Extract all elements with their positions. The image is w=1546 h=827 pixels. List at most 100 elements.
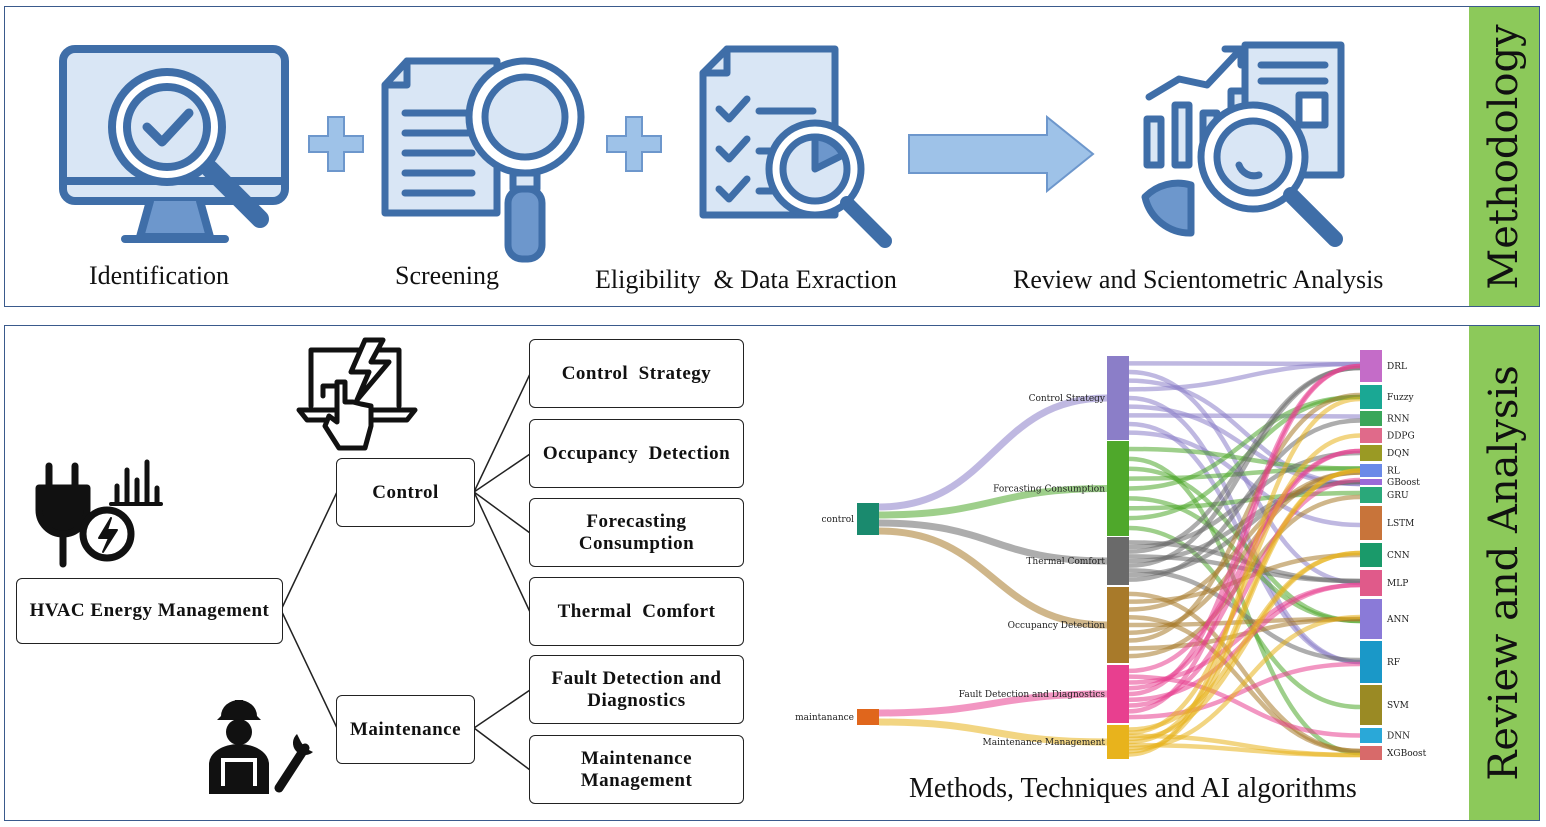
sankey-link [878, 690, 1108, 717]
sankey-node-middle [1107, 537, 1129, 585]
methodology-panel: Methodology [4, 6, 1540, 307]
sankey-node-target [1360, 479, 1382, 485]
review-panel: Review and Analysis [4, 325, 1540, 821]
sankey-link [1128, 418, 1361, 582]
tree-branch-maintenance: Maintenance [336, 695, 475, 764]
checklist-magnifier-icon [699, 45, 892, 248]
sankey-label-target: DQN [1387, 449, 1410, 459]
sankey-link [1128, 433, 1361, 735]
sankey-node-target [1360, 411, 1382, 426]
sankey-label-middle: Control Strategy [1029, 394, 1106, 404]
methodology-side-label: Methodology [1481, 23, 1527, 290]
sankey-node-target [1360, 746, 1382, 760]
sankey-label-source: control [822, 515, 855, 525]
sankey-link [878, 485, 1108, 519]
sankey-label-target: XGBoost [1387, 749, 1427, 759]
sankey-label-target: DDPG [1387, 432, 1415, 442]
sankey-label-target: RNN [1387, 415, 1410, 425]
tree-root-hvac: HVAC Energy Management [16, 578, 283, 644]
sankey-label-middle: Occupancy Detection [1008, 621, 1106, 631]
sankey-label-target: SVM [1387, 701, 1409, 711]
tree-leaf-control-strategy: Control Strategy [529, 339, 744, 408]
sankey-link [1128, 661, 1361, 720]
sankey-node-target [1360, 487, 1382, 503]
sankey-node-middle [1107, 441, 1129, 536]
sankey-link [878, 718, 1108, 746]
sankey-node-source [857, 709, 879, 725]
sankey-label-middle: Forcasting Consumption [993, 485, 1105, 495]
sankey-label-middle: Fault Detection and Diagnostics [959, 690, 1106, 700]
arrow-right-icon [908, 115, 1095, 193]
sankey-node-target [1360, 428, 1382, 443]
review-side-bar: Review and Analysis [1469, 326, 1539, 820]
sankey-label-middle: Maintenance Management [983, 738, 1106, 748]
tree-leaf-forecasting-consumption: Forecasting Consumption [529, 498, 744, 567]
sankey-node-target [1360, 641, 1382, 683]
step-label-screening: Screening [395, 261, 499, 290]
sankey-link [1128, 466, 1361, 481]
sankey-link [1128, 363, 1361, 714]
document-magnifier-icon [381, 57, 585, 263]
report-chart-magnifier-icon [1141, 41, 1345, 247]
sankey-label-target: Fuzzy [1387, 393, 1415, 403]
plus-icon [308, 116, 364, 172]
sankey-node-target [1360, 445, 1382, 461]
sankey-node-target [1360, 350, 1382, 382]
sankey-node-middle [1107, 587, 1129, 663]
sankey-node-target [1360, 570, 1382, 596]
tree-branch-control: Control [336, 458, 475, 527]
tree-leaf-occupancy-detection: Occupancy Detection [529, 419, 744, 488]
sankey-label-target: LSTM [1387, 519, 1414, 529]
sankey-link [878, 519, 1108, 565]
sankey-link [1128, 742, 1361, 758]
step-label-eligibility: Eligibility & Data Exraction [595, 265, 897, 294]
sankey-link [1128, 614, 1361, 751]
sankey-label-target: RL [1387, 467, 1400, 477]
tree-leaf-fault-detection: Fault Detection and Diagnostics [529, 655, 744, 724]
sankey-caption: Methods, Techniques and AI algorithms [909, 773, 1357, 804]
touchscreen-lightning-icon [296, 337, 418, 451]
methodology-side-bar: Methodology [1469, 7, 1539, 306]
sankey-node-target [1360, 506, 1382, 540]
sankey-label-middle: Thermal Comfort [1026, 557, 1105, 567]
sankey-link [1128, 392, 1361, 643]
sankey-label-target: RF [1387, 658, 1400, 668]
sankey-node-target [1360, 599, 1382, 639]
sankey-label-target: GRU [1387, 491, 1409, 501]
sankey-diagram: control maintanance Control StrategyForcas… [795, 350, 1427, 760]
sankey-node-target [1360, 385, 1382, 409]
monitor-magnifier-check-icon [59, 45, 289, 243]
sankey-label-target: ANN [1386, 615, 1409, 625]
sankey-node-middle [1107, 665, 1129, 723]
sankey-link [1128, 413, 1361, 419]
sankey-label-target: CNN [1387, 551, 1410, 561]
step-label-review: Review and Scientometric Analysis [1013, 265, 1384, 294]
sankey-link [1128, 470, 1361, 636]
sankey-link [1128, 365, 1361, 568]
sankey-node-target [1360, 685, 1382, 725]
sankey-node-middle [1107, 356, 1129, 440]
plug-energy-icon [35, 459, 163, 568]
sankey-label-target: DNN [1387, 732, 1410, 742]
review-side-label: Review and Analysis [1481, 365, 1527, 781]
tree-leaf-maintenance-management: Maintenance Management [529, 735, 744, 804]
sankey-link [1128, 396, 1361, 757]
sankey-label-source: maintanance [795, 713, 854, 723]
sankey-link [878, 527, 1108, 629]
sankey-node-target [1360, 543, 1382, 567]
sankey-node-source [857, 503, 879, 535]
sankey-label-target: DRL [1387, 362, 1407, 372]
step-label-identification: Identification [89, 261, 230, 290]
sankey-label-target: MLP [1387, 579, 1408, 589]
sankey-node-target [1360, 464, 1382, 477]
sankey-link [1128, 361, 1361, 392]
tree-leaf-thermal-comfort: Thermal Comfort [529, 577, 744, 646]
sankey-label-target: GBoost [1387, 478, 1420, 488]
worker-wrench-icon [209, 700, 313, 794]
tree-connectors [280, 373, 531, 771]
sankey-link [1128, 430, 1361, 528]
sankey-node-middle [1107, 725, 1129, 759]
sankey-link [878, 394, 1108, 511]
sankey-node-target [1360, 728, 1382, 743]
plus-icon [606, 116, 662, 172]
